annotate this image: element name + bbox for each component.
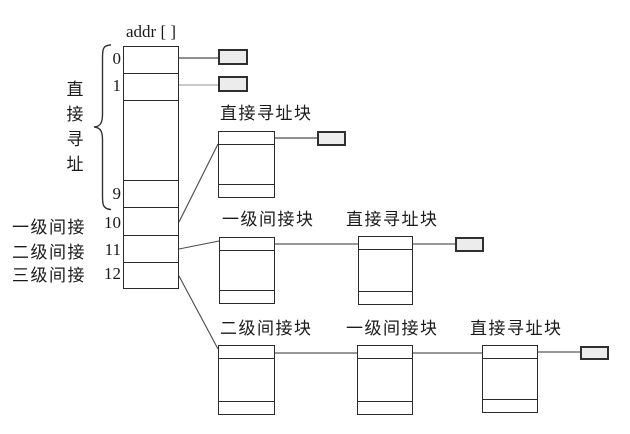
block-label-direct-middle: 直接寻址块: [346, 210, 439, 229]
array-index-10: 10: [104, 213, 121, 232]
block-label-double-indirect: 二级间接块: [220, 319, 313, 338]
direct-addressing-char: 接: [66, 105, 84, 124]
array-index-9: 9: [112, 184, 122, 203]
array-title: addr [ ]: [125, 22, 177, 41]
block-entry-row: [219, 346, 274, 359]
double-indirect-block: [218, 345, 275, 415]
block-entry-row: [359, 291, 412, 304]
array-divider: [124, 73, 178, 74]
single-indirect-block-middle: [219, 237, 275, 304]
array-index-11: 11: [104, 240, 121, 259]
direct-addressing-block-middle: [358, 236, 413, 305]
direct-addressing-char: 址: [66, 155, 84, 174]
direct-range-brace: [93, 44, 112, 211]
array-divider: [124, 180, 178, 181]
block-entry-row: [483, 346, 537, 359]
block-entry-row: [220, 290, 274, 303]
block-label-direct-bottom: 直接寻址块: [470, 319, 563, 338]
direct-addressing-block-top: [218, 131, 275, 198]
block-entry-row: [219, 132, 274, 145]
data-block: [580, 346, 609, 360]
data-block: [218, 49, 248, 65]
direct-addressing-block-bottom: [482, 345, 538, 413]
label-triple-indirect: 三级间接: [12, 266, 86, 285]
direct-addressing-char: 直: [66, 80, 84, 99]
label-double-indirect: 二级间接: [12, 243, 86, 262]
block-entry-row: [358, 346, 412, 359]
block-entry-row: [220, 238, 274, 251]
array-divider: [124, 235, 178, 236]
block-entry-row: [483, 399, 537, 412]
addr-array: [123, 46, 179, 289]
label-single-indirect: 一级间接: [12, 218, 86, 237]
direct-addressing-char: 寻: [66, 130, 84, 149]
array-divider: [124, 207, 178, 208]
block-entry-row: [219, 401, 274, 414]
direct-addressing-label: 直 接 寻 址: [64, 77, 86, 177]
block-label-single-indirect-bottom: 一级间接块: [346, 319, 439, 338]
single-indirect-block-bottom: [357, 345, 413, 415]
connector-addr12-double-indirect-block: [178, 275, 219, 350]
data-block: [455, 237, 484, 252]
connector-addr10-direct-block: [178, 143, 219, 223]
connector-addr11-single-indirect-block: [178, 240, 220, 250]
block-entry-row: [358, 401, 412, 414]
block-entry-row: [359, 237, 412, 250]
block-entry-row: [219, 184, 274, 197]
data-block: [317, 131, 346, 146]
array-index-12: 12: [104, 264, 121, 283]
block-label-single-indirect-middle: 一级间接块: [222, 210, 315, 229]
array-divider: [124, 100, 178, 101]
array-divider: [124, 262, 178, 263]
data-block: [218, 76, 248, 92]
array-index-0: 0: [112, 49, 122, 68]
array-index-1: 1: [112, 76, 122, 95]
block-label-direct-top: 直接寻址块: [220, 104, 313, 123]
